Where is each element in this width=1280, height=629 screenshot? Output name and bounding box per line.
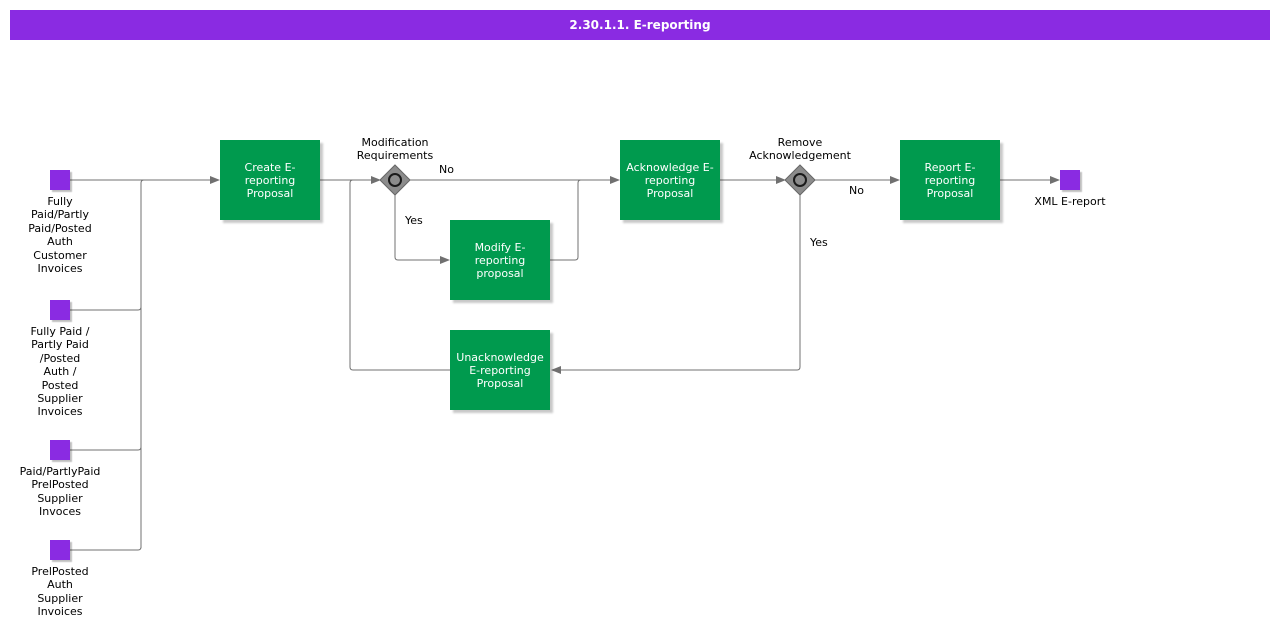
gateway-remove-acknowledgement	[784, 164, 816, 196]
label-gateway-modification: Modification Requirements	[356, 136, 434, 163]
task-modify-proposal[interactable]: Modify E- reporting proposal	[450, 220, 550, 300]
event-supplier-invoices[interactable]	[50, 300, 70, 320]
event-prelposted-invoices[interactable]	[50, 440, 70, 460]
label-prelposted-auth: PrelPosted Auth Supplier Invoices	[31, 565, 89, 619]
connector-modify-to-ack	[550, 179, 582, 261]
label-mod-no: No	[439, 163, 454, 176]
label-supplier-invoices: Fully Paid / Partly Paid /Posted Auth / …	[30, 325, 90, 419]
connector-mod-yes	[394, 195, 450, 264]
label-xml-ereport: XML E-report	[1034, 195, 1106, 208]
connector-prelauth-merge	[70, 546, 142, 551]
task-acknowledge-proposal[interactable]: Acknowledge E- reporting Proposal	[620, 140, 720, 220]
task-create-proposal[interactable]: Create E- reporting Proposal	[220, 140, 320, 220]
connector-prelposted-merge	[70, 446, 142, 451]
connector-merge-trunk	[140, 179, 145, 548]
label-customer-invoices: Fully Paid/Partly Paid/Posted Auth Custo…	[28, 195, 92, 276]
label-gateway-remove-ack: Remove Acknowledgement	[749, 136, 851, 163]
event-prelposted-auth[interactable]	[50, 540, 70, 560]
gateway-modification	[379, 164, 411, 196]
label-ack-no: No	[849, 184, 864, 197]
event-customer-invoices[interactable]	[50, 170, 70, 190]
diagram-title: 2.30.1.1. E-reporting	[10, 10, 1270, 40]
label-mod-yes: Yes	[405, 214, 423, 227]
task-unacknowledge-proposal[interactable]: Unacknowledge E-reporting Proposal	[450, 330, 550, 410]
label-prelposted-invoices: Paid/PartlyPaid PrelPosted Supplier Invo…	[19, 465, 101, 519]
connector-unack-loop	[349, 179, 450, 371]
label-ack-yes: Yes	[810, 236, 828, 249]
connector-supplier-merge	[70, 306, 142, 311]
connector-ack-yes	[551, 195, 801, 374]
event-xml-ereport[interactable]	[1060, 170, 1080, 190]
task-report-proposal[interactable]: Report E- reporting Proposal	[900, 140, 1000, 220]
